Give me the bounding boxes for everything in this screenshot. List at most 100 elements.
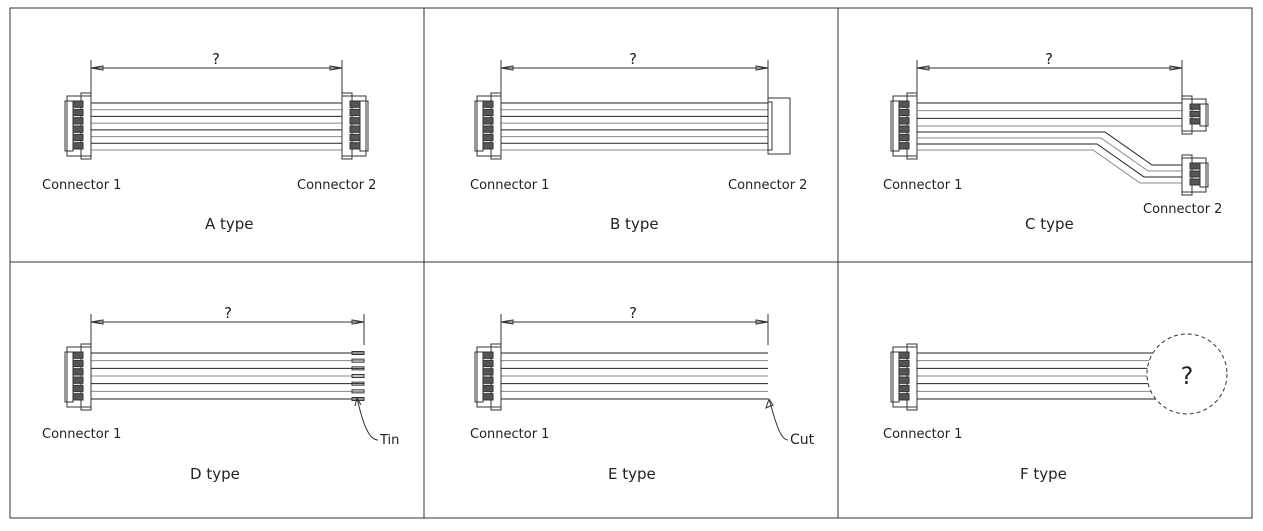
type-label-b: B type <box>610 215 659 233</box>
arrowhead <box>1169 65 1183 71</box>
arrowhead <box>755 319 769 325</box>
connector-1 <box>474 92 502 160</box>
tinned-end <box>351 374 365 378</box>
arrowhead <box>329 65 343 71</box>
connector-pin <box>72 376 84 384</box>
arrowhead <box>500 319 514 325</box>
connector-latch <box>890 100 900 152</box>
connector-2-label-c: Connector 2 <box>1143 202 1222 217</box>
dimension-line <box>500 314 769 345</box>
connector-pin <box>72 351 84 359</box>
connector-pin <box>349 142 361 150</box>
connector-pin <box>898 393 910 401</box>
wire-bundle <box>501 352 768 400</box>
connector-1-label-e: Connector 1 <box>470 427 549 442</box>
connector-pin <box>1189 170 1201 178</box>
connector-pin <box>898 142 910 150</box>
tin-ends <box>351 351 379 441</box>
panel-grid <box>9 7 1253 519</box>
wire <box>917 137 1182 172</box>
arrowhead <box>916 65 930 71</box>
connector-pin <box>72 359 84 368</box>
arrowhead <box>90 319 104 325</box>
wire-bundle-lower <box>917 131 1182 184</box>
dimension-line <box>90 314 365 345</box>
connector-pin <box>482 351 494 359</box>
connector-1 <box>64 343 92 411</box>
connector-1 <box>890 343 918 411</box>
connector-2-housing <box>767 97 791 155</box>
length-dimension-b: ? <box>629 50 637 68</box>
outer-border <box>9 7 1253 519</box>
connector-2-label-b: Connector 2 <box>728 178 807 193</box>
connector-pin <box>482 125 494 133</box>
tinned-end <box>351 381 365 386</box>
wire-bundle <box>501 102 768 151</box>
connector-pin <box>898 117 910 125</box>
connector-1-label-d: Connector 1 <box>42 427 121 442</box>
connector-pin <box>1189 118 1201 125</box>
connector-2-lip <box>767 101 773 151</box>
connector-pin <box>1189 103 1201 110</box>
cut-leader <box>765 397 789 441</box>
connector-pin <box>72 100 84 108</box>
arrowhead <box>755 65 769 71</box>
connector-pin <box>72 384 84 393</box>
connector-pin <box>72 125 84 133</box>
connector-pin <box>482 359 494 368</box>
type-label-e: E type <box>608 465 656 483</box>
connector-pin <box>349 108 361 117</box>
connector-latch <box>474 351 484 403</box>
connector-2b <box>1181 154 1209 196</box>
connector-latch <box>1199 103 1209 127</box>
connector-pin <box>1189 110 1201 118</box>
length-dimension-e: ? <box>629 304 637 322</box>
connector-pin <box>898 100 910 108</box>
connector-pin <box>898 108 910 117</box>
type-label-a: A type <box>205 215 254 233</box>
tinned-end <box>351 366 365 371</box>
connector-pin <box>72 108 84 117</box>
cut-end-label: Cut <box>790 432 815 448</box>
connector-pin <box>482 142 494 150</box>
connector-1-label-f: Connector 1 <box>883 427 962 442</box>
dimension-line <box>916 60 1183 118</box>
connector-pin <box>898 125 910 133</box>
connector-latch <box>64 100 74 152</box>
type-label-c: C type <box>1025 215 1074 233</box>
connector-pin <box>1189 162 1201 170</box>
connector-latch <box>64 351 74 403</box>
length-dimension-c: ? <box>1045 50 1053 68</box>
connector-2 <box>341 92 369 160</box>
drawings <box>64 60 1209 441</box>
tinned-end <box>351 358 365 363</box>
tin-end-label: Tin <box>379 433 399 448</box>
connector-pin <box>898 351 910 359</box>
connector-pin <box>349 100 361 108</box>
connector-pin <box>349 125 361 133</box>
connector-2a <box>1181 95 1209 135</box>
connector-1 <box>474 343 502 411</box>
connector-latch <box>359 100 369 152</box>
arrowhead <box>351 319 365 325</box>
connector-latch <box>890 351 900 403</box>
connector-1-label-c: Connector 1 <box>883 178 962 193</box>
connector-pin <box>349 133 361 142</box>
arrowhead <box>90 65 104 71</box>
connector-pin <box>482 368 494 376</box>
connector-pin <box>72 133 84 142</box>
connector-pin <box>72 393 84 401</box>
connector-pin <box>482 108 494 117</box>
unknown-end-circle <box>1146 333 1228 415</box>
connector-pin <box>72 117 84 125</box>
connector-2-label-a: Connector 2 <box>297 178 376 193</box>
wire-bundle <box>91 102 342 151</box>
type-label-f: F type <box>1020 465 1067 483</box>
connector-latch <box>1199 162 1209 188</box>
wire-bundle <box>917 352 1158 400</box>
connector-pin <box>72 142 84 150</box>
connector-pin <box>898 368 910 376</box>
connector-pin <box>1189 178 1201 186</box>
connector-pin <box>482 100 494 108</box>
